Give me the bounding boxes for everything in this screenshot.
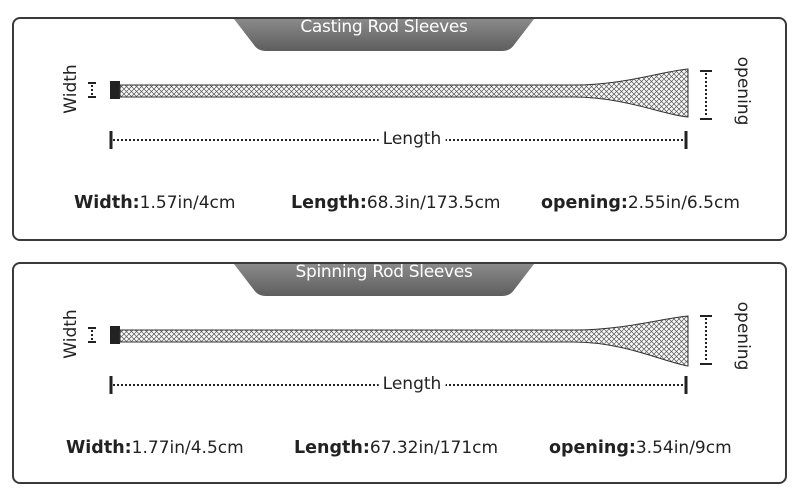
spinning-sleeve-panel: Spinning Rod Sleeves Width opening Lengt… [12,262,787,484]
length-spec: Length:67.32in/171cm [294,438,499,458]
width-dimension-marker [88,82,96,98]
length-label: Length [378,129,446,149]
width-label: Width [61,64,81,114]
sleeve-diagram [88,315,712,394]
casting-sleeve-panel: Casting Rod Sleeves Width opening Length [12,17,787,241]
sleeve-end-cap [110,81,120,99]
sleeve-diagram [88,68,712,149]
panel-title: Casting Rod Sleeves [300,17,468,37]
opening-spec: opening:2.55in/6.5cm [541,193,740,213]
sleeve-end-cap [110,326,120,344]
opening-label: opening [733,56,753,126]
panel-title-tab: Spinning Rod Sleeves [234,256,534,304]
spec-row: Width:1.77in/4.5cm Length:67.32in/171cm … [14,438,785,468]
sleeve-body [119,315,689,367]
panel-title-tab: Casting Rod Sleeves [234,11,534,59]
width-spec: Width:1.77in/4.5cm [66,438,244,458]
width-spec: Width:1.57in/4cm [74,193,236,213]
opening-dimension-marker [700,70,712,120]
opening-label: opening [733,301,753,371]
width-label: Width [61,309,81,359]
opening-dimension-marker [700,315,712,365]
width-dimension-marker [88,327,96,343]
length-label: Length [378,374,446,394]
sleeve-body [119,68,689,118]
spec-row: Width:1.57in/4cm Length:68.3in/173.5cm o… [14,193,785,223]
opening-spec: opening:3.54in/9cm [549,438,732,458]
length-spec: Length:68.3in/173.5cm [291,193,501,213]
panel-title: Spinning Rod Sleeves [295,262,473,282]
